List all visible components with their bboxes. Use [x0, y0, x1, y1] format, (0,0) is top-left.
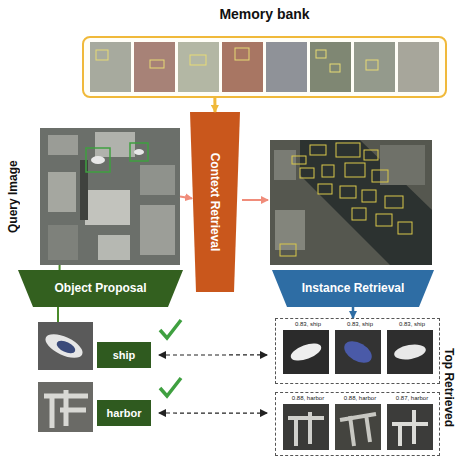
query-image-frame: Query Image	[40, 128, 180, 265]
class-box: harbor	[97, 400, 151, 426]
harbor-shape	[288, 412, 324, 446]
retrieval-arrow	[242, 199, 268, 201]
node-text: harbor	[97, 400, 151, 426]
node-text: Query Image	[6, 128, 24, 265]
retrieved-group: 0.83, ship0.83, ship0.83, ship	[275, 318, 440, 384]
boat	[91, 156, 105, 164]
node-text: Memory bank	[84, 6, 445, 28]
building	[380, 145, 425, 185]
detect-box	[300, 168, 314, 178]
node-text: 0.83, ship	[335, 321, 385, 327]
building	[95, 132, 135, 157]
proposal-box	[130, 143, 148, 161]
detect-box	[372, 170, 388, 182]
object-proposal-module: Object Proposal	[18, 270, 183, 307]
harbor-shape	[392, 410, 428, 446]
thumb	[387, 404, 433, 450]
detect-box	[292, 156, 306, 164]
detect-box	[362, 190, 376, 202]
thumb	[335, 404, 381, 450]
detect-box	[376, 214, 392, 226]
detect-box	[322, 165, 334, 177]
thumb	[335, 330, 381, 374]
connector	[159, 354, 267, 355]
connector	[59, 265, 61, 270]
check-mark	[160, 378, 181, 396]
boat	[393, 342, 427, 361]
building	[140, 205, 175, 255]
trapezoid	[18, 270, 183, 307]
check-mark	[160, 320, 181, 338]
building	[98, 235, 130, 260]
node-text: 0.88, harbor	[283, 395, 333, 401]
instance-retrieval-module: Instance Retrieval	[272, 270, 434, 307]
node-text: Object Proposal	[18, 270, 183, 307]
boat	[42, 329, 86, 362]
side-label: Top Retrieved	[440, 318, 456, 458]
thumb	[283, 330, 329, 374]
detect-box	[310, 145, 326, 155]
boat	[289, 340, 324, 364]
water	[300, 140, 432, 265]
boat	[341, 337, 376, 368]
node-text: 0.83, ship	[283, 321, 333, 327]
query-image	[40, 128, 180, 265]
node-text: 0.88, harbor	[335, 395, 385, 401]
memory-bank-box: Memory bank	[82, 36, 447, 98]
context-retrieval-module: Context Retrieval	[190, 112, 240, 292]
harbor-shape	[44, 390, 88, 428]
trapezoid	[272, 270, 434, 307]
class-box: ship	[97, 342, 151, 368]
retrieved-thumbs	[283, 330, 433, 450]
building	[48, 225, 78, 260]
context-image	[270, 140, 432, 265]
node-text: Context Retrieval	[208, 153, 222, 252]
building	[140, 165, 175, 195]
harbor-shape	[340, 414, 376, 446]
detect-box	[340, 186, 356, 198]
proposal-box	[86, 148, 110, 172]
retrieved-group: 0.88, harbor0.88, harbor0.87, harbor	[275, 392, 440, 456]
boat	[134, 149, 144, 155]
connector	[159, 412, 267, 413]
proposal-crops	[38, 322, 93, 432]
detect-box	[352, 208, 366, 220]
detect-box	[398, 222, 412, 234]
detect-box	[336, 143, 360, 157]
node-text: Instance Retrieval	[272, 270, 434, 307]
building	[48, 172, 76, 212]
connector	[352, 307, 355, 318]
building	[48, 135, 78, 155]
building	[274, 150, 296, 180]
image-bg	[270, 140, 432, 265]
thumb	[387, 330, 433, 374]
detect-box	[385, 196, 403, 208]
detect-box	[280, 244, 296, 256]
thumb	[283, 404, 329, 450]
image-bg	[40, 128, 180, 265]
detect-box	[364, 150, 378, 160]
harbor-crop	[38, 382, 93, 432]
connector	[180, 197, 192, 199]
shadow	[80, 160, 88, 220]
detect-box	[318, 184, 332, 194]
node-text: 0.87, harbor	[387, 395, 437, 401]
connector	[213, 98, 216, 112]
node-text: ship	[97, 342, 151, 368]
building	[85, 190, 130, 225]
ship-crop	[38, 322, 93, 370]
node-text: 0.83, ship	[387, 321, 437, 327]
boat-deck	[55, 338, 77, 356]
detect-box	[345, 163, 365, 177]
trapezoid	[190, 112, 240, 292]
proposal-line	[57, 307, 59, 322]
